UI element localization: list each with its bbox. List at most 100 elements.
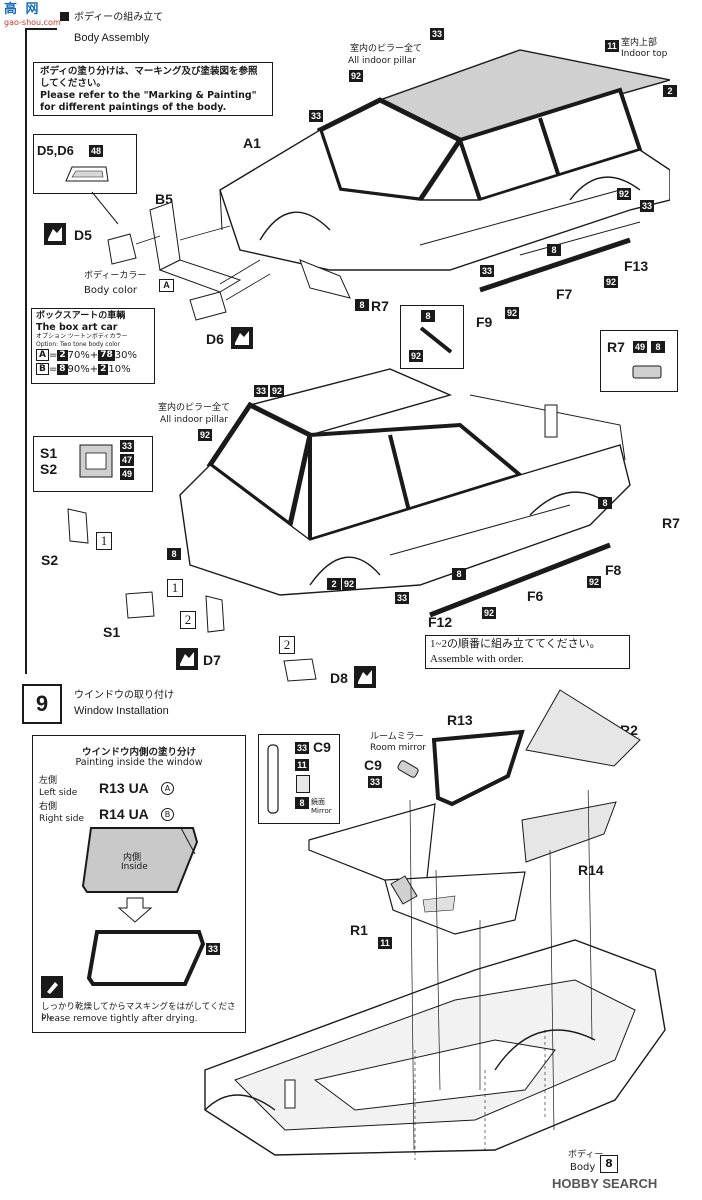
cement-icon-d5 xyxy=(44,223,66,245)
label-f13: F13 xyxy=(624,258,649,274)
pillar-jp-upper: 室内のピラー全て xyxy=(350,44,423,54)
label-d8: D8 xyxy=(330,670,348,686)
watermark-logo: 高 网 gao-shou.com xyxy=(4,2,64,36)
box-art-title-jp: ボックスアートの車輌 xyxy=(36,311,126,321)
window-inside-sketch xyxy=(81,827,199,893)
num-92-e: 92 xyxy=(270,385,284,397)
num-92-f: 92 xyxy=(198,429,212,441)
right-mark: B xyxy=(161,808,174,821)
num-33-f: 33 xyxy=(395,592,409,604)
window-masked-sketch xyxy=(86,930,206,986)
inside-en: Inside xyxy=(121,862,148,872)
down-arrow xyxy=(117,897,153,923)
watermark-top-text: 高 网 xyxy=(4,2,41,17)
s-box-s1: S1 xyxy=(40,445,58,461)
section-header-marker xyxy=(60,12,69,21)
box-art-panel: ボックスアートの車輌 The box art car オプション ツートンボディ… xyxy=(31,308,155,384)
s1-s2-callout: S1 S2 33 47 49 xyxy=(33,436,153,492)
inside-paint-title-en: Painting inside the window xyxy=(75,757,203,768)
left-side-en: Left side xyxy=(39,788,78,798)
assemble-order-jp: 1~2の順番に組み立ててください。 xyxy=(430,638,601,650)
box-art-option: オプション ツートンボディカラー Option: Two tone body c… xyxy=(36,333,128,348)
section-header-left-bar xyxy=(25,28,57,55)
s2-part xyxy=(67,508,89,544)
c9-part xyxy=(397,760,419,778)
label-c9: C9 xyxy=(364,757,382,773)
r7-box-n2: 8 xyxy=(651,341,665,353)
painting-note-en: Please refer to the "Marking & Painting"… xyxy=(40,90,257,113)
front-bumper-parts-sketch xyxy=(107,201,271,321)
inside-jp: 内側 xyxy=(123,853,142,863)
body-color-num: 8 xyxy=(600,1155,618,1173)
label-f8: F8 xyxy=(605,562,622,578)
d8-part xyxy=(283,658,317,682)
body-label-jp: ボディー xyxy=(568,1150,604,1160)
dry-note-jp: しっかり乾燥してからマスキングをはがしてください。 xyxy=(41,1002,236,1022)
num-8-r7: 8 xyxy=(355,299,369,311)
f9-callout: 8 92 xyxy=(400,305,464,369)
label-r7-upper: R7 xyxy=(371,298,389,314)
num-33-a: 33 xyxy=(430,28,444,40)
order-mark-2-d7: 2 xyxy=(180,611,196,629)
num-11-indoor: 11 xyxy=(605,40,619,52)
s-part-sketch xyxy=(79,444,113,478)
label-f6: F6 xyxy=(527,588,544,604)
label-d6: D6 xyxy=(206,331,224,347)
d5-d6-color-num: 48 xyxy=(89,145,103,157)
mirror-c9: C9 xyxy=(313,739,331,755)
mirror-glass xyxy=(296,775,310,793)
label-f9: F9 xyxy=(476,314,493,330)
num-92-f9: 92 xyxy=(409,350,423,362)
mirror-jp: 鏡面 xyxy=(311,798,325,806)
tag-a: A xyxy=(159,279,174,292)
num-8-d: 8 xyxy=(598,497,612,509)
inside-paint-title-jp: ウインドウ内側の塗り分け xyxy=(81,747,196,758)
body-label-en: Body xyxy=(570,1162,596,1173)
num-33-c: 33 xyxy=(640,200,654,212)
mirror-n2: 11 xyxy=(295,759,309,771)
num-92-b: 92 xyxy=(617,188,631,200)
order-mark-2-d8: 2 xyxy=(279,636,295,654)
indoor-top-jp: 室内上部 xyxy=(621,38,658,48)
num-8-b: 8 xyxy=(167,548,181,560)
right-side-jp: 右側 xyxy=(39,802,58,812)
f9-part-sketch xyxy=(419,326,453,354)
body-lower-assembly xyxy=(204,939,666,1160)
room-mirror-en: Room mirror xyxy=(370,743,427,753)
inside-num-33: 33 xyxy=(206,943,220,955)
watermark-url: gao-shou.com xyxy=(4,18,61,27)
section-title-en: Body Assembly xyxy=(74,32,150,44)
pillar-en-upper: All indoor pillar xyxy=(348,56,416,66)
r7-part-sketch xyxy=(632,365,662,379)
num-33-c9: 33 xyxy=(368,776,382,788)
hobby-search-text: HOBBY SEARCH xyxy=(552,1176,658,1191)
num-33-d: 33 xyxy=(480,265,494,277)
s-box-s2: S2 xyxy=(40,461,58,477)
label-r1: R1 xyxy=(350,922,368,938)
inside-paint-panel: ウインドウ内側の塗り分け Painting inside the window … xyxy=(32,735,246,1033)
label-f7: F7 xyxy=(556,286,573,302)
assemble-order-note: 1~2の順番に組み立ててください。 Assemble with order. xyxy=(425,635,630,669)
dry-note-en: Please remove tightly after drying. xyxy=(41,1014,198,1024)
r14-glass xyxy=(521,801,617,863)
painting-note-jp: ボディの塗り分けは、マーキング及び塗装図を参照してください。 xyxy=(40,66,258,89)
left-side-jp: 左側 xyxy=(39,776,58,786)
s1-part xyxy=(125,591,155,619)
s-box-n1: 33 xyxy=(120,440,134,452)
num-8-a: 8 xyxy=(547,244,561,256)
num-92-h: 92 xyxy=(587,576,601,588)
r7-callout: R7 49 8 xyxy=(600,330,678,392)
num-8-f9: 8 xyxy=(421,310,435,322)
label-s1: S1 xyxy=(103,624,121,640)
num-8-c: 8 xyxy=(452,568,466,580)
callout-pointer xyxy=(91,191,119,225)
order-mark-1-s1: 1 xyxy=(167,579,183,597)
right-side-en: Right side xyxy=(39,814,84,824)
num-92-g: 92 xyxy=(342,578,356,590)
s-box-n2: 47 xyxy=(120,454,134,466)
r7-box-n1: 49 xyxy=(633,341,647,353)
mirror-n3: 8 xyxy=(295,797,309,809)
num-11-r1: 11 xyxy=(378,937,392,949)
d5-d6-label: D5,D6 xyxy=(37,143,74,158)
